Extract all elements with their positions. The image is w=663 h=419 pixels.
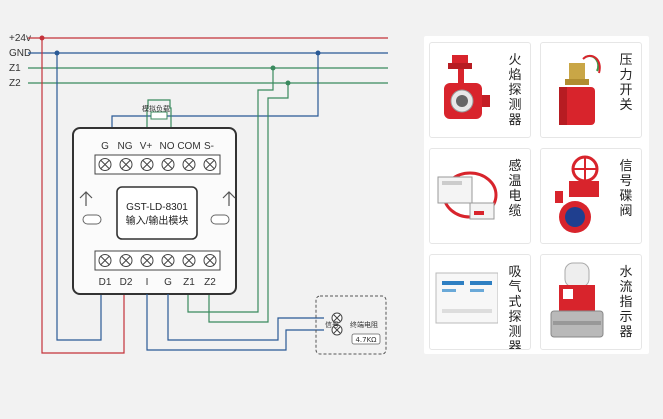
top-terminal-labels: G NG V+ NO COM S- bbox=[101, 141, 214, 152]
screw-terminal-icon bbox=[98, 254, 112, 267]
bottom-terminal-strip bbox=[94, 250, 221, 271]
flame-detector-icon bbox=[444, 55, 490, 119]
product-name-water-flow-indicator: 水流指示器 bbox=[619, 265, 633, 340]
field-device-box bbox=[315, 295, 387, 355]
product-card-butterfly-valve[interactable]: 信号碟阀 bbox=[540, 148, 642, 244]
screw-terminal-icon bbox=[331, 324, 343, 336]
load-wires bbox=[146, 99, 172, 131]
aspirating-detector-icon bbox=[435, 272, 498, 324]
wire-gnd bbox=[56, 53, 319, 341]
module-description: 输入/输出模块 bbox=[126, 214, 189, 227]
terminal-label-z1: Z1 bbox=[183, 277, 195, 288]
product-card-pressure-switch[interactable]: 压力开关 bbox=[540, 42, 642, 138]
product-name-heat-cable: 感温电缆 bbox=[508, 159, 522, 219]
load-label: 模拟负载 bbox=[142, 104, 170, 113]
water-flow-indicator-icon bbox=[550, 262, 604, 338]
terminal-label-com: COM bbox=[177, 141, 200, 152]
junction-gnd-2 bbox=[315, 50, 321, 56]
screw-terminal-icon bbox=[98, 158, 112, 171]
screw-terminal-icon bbox=[161, 158, 175, 171]
wire-24v bbox=[41, 38, 125, 354]
wire-z1 bbox=[187, 68, 274, 313]
terminal-label-s-minus: S- bbox=[204, 141, 214, 152]
product-card-aspirating-detector[interactable]: 吸气式探测器 bbox=[429, 254, 531, 350]
product-card-flame-detector[interactable]: 火焰探测器 bbox=[429, 42, 531, 138]
butterfly-valve-icon bbox=[555, 155, 599, 233]
bus-label-z2: Z2 bbox=[9, 78, 21, 89]
screw-terminal-icon bbox=[203, 254, 217, 267]
up-arrow-icon bbox=[222, 191, 236, 206]
junction-z1 bbox=[270, 65, 276, 71]
mount-slot bbox=[82, 214, 102, 225]
load-resistor-icon bbox=[150, 111, 168, 120]
junction-z2 bbox=[285, 80, 291, 86]
screw-terminal-icon bbox=[182, 158, 196, 171]
signal-label: 信号 bbox=[325, 320, 339, 329]
screw-terminal-icon bbox=[203, 158, 217, 171]
bus-label-gnd: GND bbox=[9, 48, 31, 59]
screw-terminal-icon bbox=[182, 254, 196, 267]
terminal-label-ng: NG bbox=[118, 141, 133, 152]
bus-label-z1: Z1 bbox=[9, 63, 21, 74]
terminal-label-no: NO bbox=[160, 141, 175, 152]
product-name-pressure-switch: 压力开关 bbox=[619, 53, 633, 113]
product-name-aspirating-detector: 吸气式探测器 bbox=[508, 265, 522, 350]
screw-terminal-icon bbox=[119, 158, 133, 171]
wire-z2 bbox=[208, 83, 289, 323]
bottom-terminal-labels: D1 D2 I G Z1 Z2 bbox=[99, 277, 217, 288]
product-panel: 火焰探测器 压力开关 感温电缆 bbox=[424, 36, 649, 354]
junction-gnd bbox=[54, 50, 60, 56]
product-card-water-flow-indicator[interactable]: 水流指示器 bbox=[540, 254, 642, 350]
module-model: GST-LD-8301 bbox=[126, 202, 188, 213]
terminal-label-g-bottom: G bbox=[164, 277, 172, 288]
terminal-resistor-label: 终端电阻 bbox=[350, 320, 378, 329]
terminal-label-z2: Z2 bbox=[204, 277, 216, 288]
mount-slot bbox=[210, 214, 230, 225]
product-card-heat-cable[interactable]: 感温电缆 bbox=[429, 148, 531, 244]
screw-terminal-icon bbox=[140, 254, 154, 267]
screw-terminal-icon bbox=[161, 254, 175, 267]
up-arrow-icon bbox=[79, 191, 93, 206]
signal-wires bbox=[146, 294, 324, 351]
screw-terminal-icon bbox=[119, 254, 133, 267]
screw-terminal-icon bbox=[331, 312, 343, 324]
screw-terminal-icon bbox=[140, 158, 154, 171]
top-terminal-strip bbox=[94, 154, 221, 175]
pressure-switch-icon bbox=[559, 54, 601, 125]
product-name-butterfly-valve: 信号碟阀 bbox=[619, 159, 633, 219]
resistor-value: 4.7KΩ bbox=[355, 336, 377, 344]
module-label-plate bbox=[116, 186, 198, 240]
junction-24v bbox=[39, 35, 45, 41]
terminal-label-d1: D1 bbox=[99, 277, 112, 288]
terminal-resistor-icon bbox=[351, 333, 381, 345]
bus-label-24v: +24v bbox=[9, 33, 31, 44]
terminal-label-g: G bbox=[101, 141, 109, 152]
terminal-label-i: I bbox=[146, 277, 149, 288]
heat-cable-icon bbox=[437, 171, 498, 220]
terminal-label-vplus: V+ bbox=[140, 141, 153, 152]
terminal-label-d2: D2 bbox=[120, 277, 133, 288]
product-name-flame-detector: 火焰探测器 bbox=[508, 53, 522, 128]
